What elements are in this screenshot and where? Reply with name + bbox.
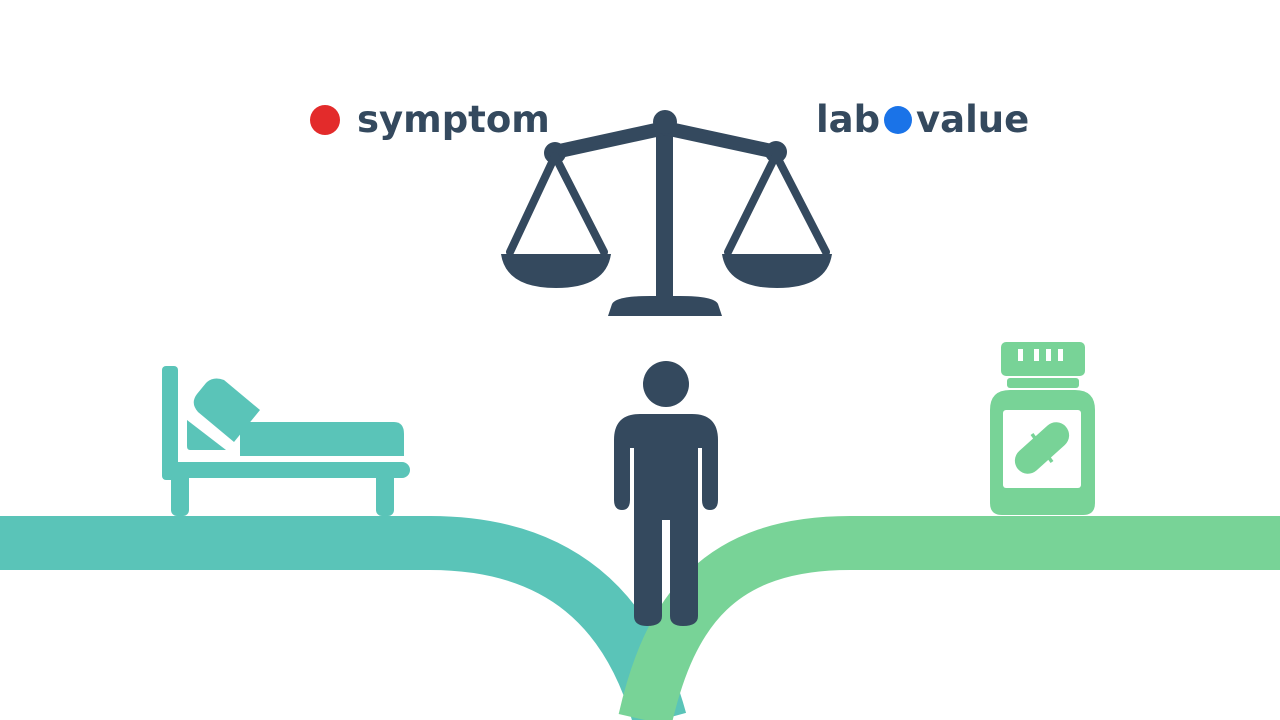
value-legend-label: value: [916, 98, 1030, 141]
lab-value-legend-dot: [884, 106, 912, 134]
symptom-legend-dot: [310, 105, 340, 135]
person-icon: [614, 361, 718, 626]
hospital-bed-icon: [162, 366, 410, 516]
medicine-bottle-icon: [990, 342, 1095, 515]
lab-legend-label: lab: [816, 98, 881, 141]
symptom-legend-label: symptom: [357, 98, 550, 141]
right-path: [618, 516, 1280, 720]
balance-scale-icon: [501, 110, 832, 316]
left-path: [0, 516, 687, 720]
